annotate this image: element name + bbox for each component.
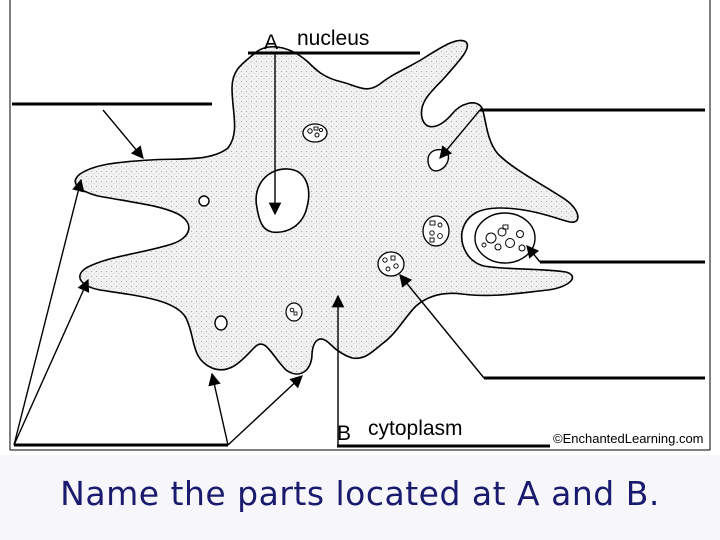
contractile-vacuole-icon <box>198 195 210 207</box>
copyright-notice: ©EnchantedLearning.com <box>553 431 704 446</box>
food-vacuole-icon <box>422 215 450 247</box>
label-a-text: nucleus <box>297 27 369 50</box>
answer-lines <box>12 51 705 448</box>
label-b-text: cytoplasm <box>368 417 463 440</box>
amoeba-diagram: A nucleus B cytoplasm ©EnchantedLearning… <box>9 0 711 451</box>
label-b-letter: B <box>337 422 351 445</box>
food-vacuole-icon <box>302 123 328 143</box>
label-a-letter: A <box>264 31 278 54</box>
engulfed-food-icon <box>474 212 536 264</box>
contractile-vacuole-icon <box>214 315 228 331</box>
food-vacuole-icon <box>377 251 405 277</box>
question-caption: Name the parts located at A and B. <box>60 474 660 513</box>
amoeba-cell-body <box>74 39 579 375</box>
food-vacuole-icon <box>285 302 303 322</box>
pointer-arrows <box>13 53 541 446</box>
nucleus-icon <box>255 168 310 234</box>
